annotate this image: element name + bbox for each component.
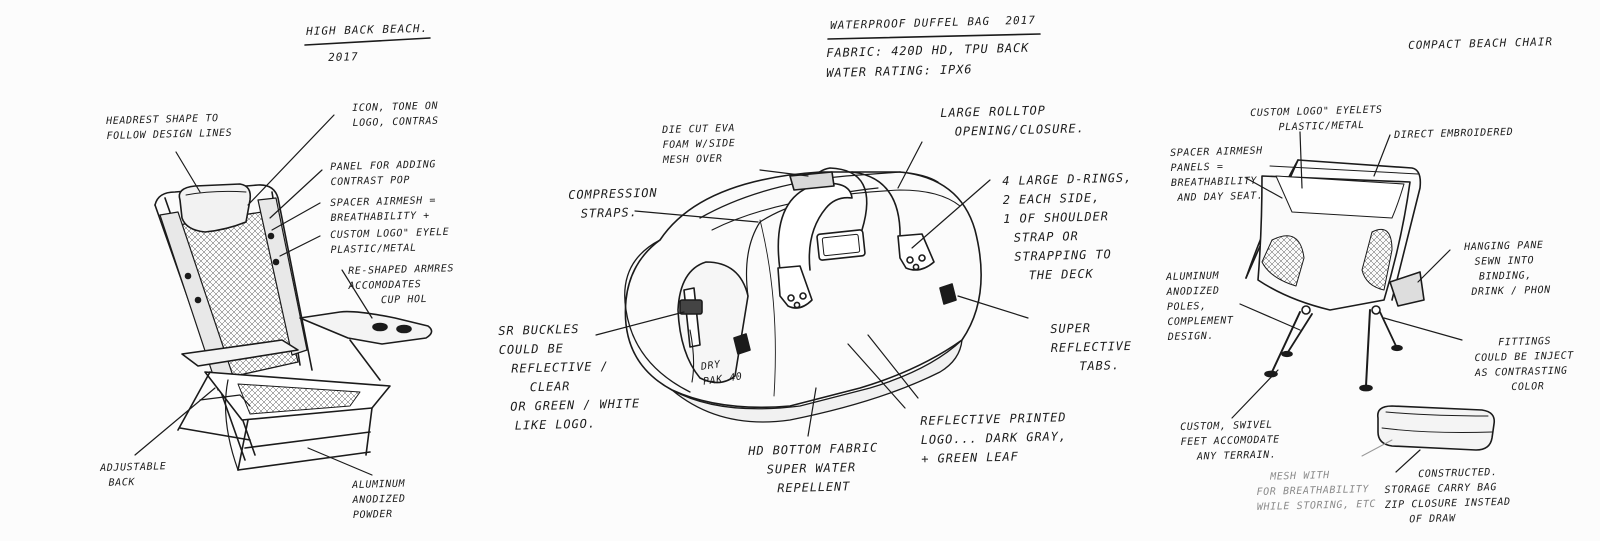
high-back-chair-leaders (134, 114, 373, 476)
duffel-bag-drawing (624, 167, 982, 423)
note-d-rings: 4 LARGE D-RINGS,2 EACH SIDE,1 OF SHOULDE… (1002, 170, 1133, 283)
compact-chair-leaders (1231, 131, 1463, 473)
note-direct-embroidered: DIRECT EMBROIDERED (1394, 126, 1514, 141)
high-back-chair-drawing (154, 183, 433, 471)
duffel-bag-leaders (595, 141, 1029, 437)
note-spacer-airmesh: SPACER AIRMESH =BREATHABILITY + (330, 195, 437, 224)
duffel-water-rating: WATER RATING: IPX6 (826, 62, 973, 80)
compact-chair-drawing (1245, 159, 1496, 451)
high-back-beach-title: HIGH BACK BEACH. (306, 21, 429, 38)
high-back-beach-year: 2017 (328, 50, 359, 64)
